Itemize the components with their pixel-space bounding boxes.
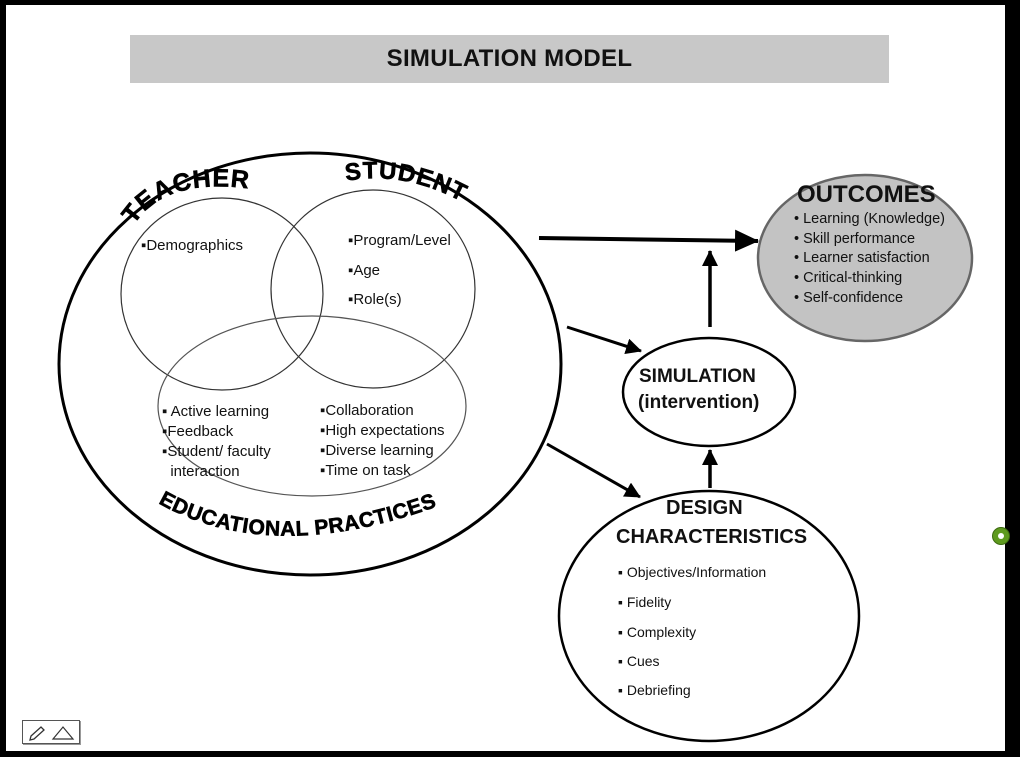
simulation-sublabel: (intervention): [638, 392, 760, 413]
practice-item: ▪High expectations: [320, 422, 445, 439]
design-item: ▪ Fidelity: [618, 594, 672, 610]
outcome-item: • Learner satisfaction: [794, 250, 930, 266]
simulation-circle: [621, 336, 797, 448]
design-circle: [557, 489, 861, 743]
outcomes-circle: [756, 173, 974, 343]
teacher-circle: [120, 197, 324, 391]
practice-item: ▪ Active learning: [162, 403, 270, 420]
outcome-item: • Skill performance: [794, 231, 916, 247]
outcomes-title: OUTCOMES: [797, 181, 936, 208]
diagram-title: SIMULATION MODEL: [386, 45, 633, 72]
pen-icon[interactable]: [23, 721, 79, 743]
practice-item: ▪Student/ faculty: [162, 443, 271, 460]
student-arc-label: STUDENT: [343, 157, 471, 207]
design-item: ▪ Complexity: [618, 624, 697, 640]
arrow-to-simulation: [566, 325, 642, 354]
practices-circle: [157, 315, 467, 497]
practice-item: ▪Feedback: [162, 423, 234, 440]
teacher-item: ▪Demographics: [141, 237, 244, 254]
outcome-item: • Self-confidence: [794, 290, 904, 306]
design-item: ▪ Cues: [618, 653, 660, 669]
teacher-arc-label: TEACHER: [116, 164, 251, 228]
student-item: ▪Program/Level: [348, 232, 451, 249]
student-item: ▪Role(s): [348, 291, 402, 308]
practice-item: ▪Collaboration: [320, 402, 414, 419]
practice-item: ▪Time on task: [320, 462, 411, 479]
simulation-label: SIMULATION: [639, 366, 756, 387]
outcome-item: • Critical-thinking: [794, 270, 903, 286]
design-label: DESIGN: [666, 497, 743, 519]
design-sublabel: CHARACTERISTICS: [616, 526, 808, 548]
outcome-item: • Learning (Knowledge): [794, 211, 945, 227]
arrow-to-outcomes: [538, 229, 759, 252]
student-item: ▪Age: [348, 262, 381, 279]
practice-item: interaction: [162, 463, 240, 480]
slide-nav-control[interactable]: [22, 720, 80, 744]
slide: SIMULATION MODEL TEACHER STU: [6, 5, 1005, 751]
design-item: ▪ Debriefing: [618, 682, 691, 698]
title-banner: SIMULATION MODEL: [130, 35, 889, 83]
outer-circle: [57, 151, 563, 577]
design-item: ▪ Objectives/Information: [618, 564, 767, 580]
student-circle: [270, 189, 476, 389]
navigation-dot-icon[interactable]: [992, 527, 1010, 545]
diagram-canvas: TEACHER STUDENT EDUCATIONAL PRACTICES: [57, 151, 974, 743]
practice-item: ▪Diverse learning: [320, 442, 434, 459]
arrow-to-design: [546, 442, 641, 499]
